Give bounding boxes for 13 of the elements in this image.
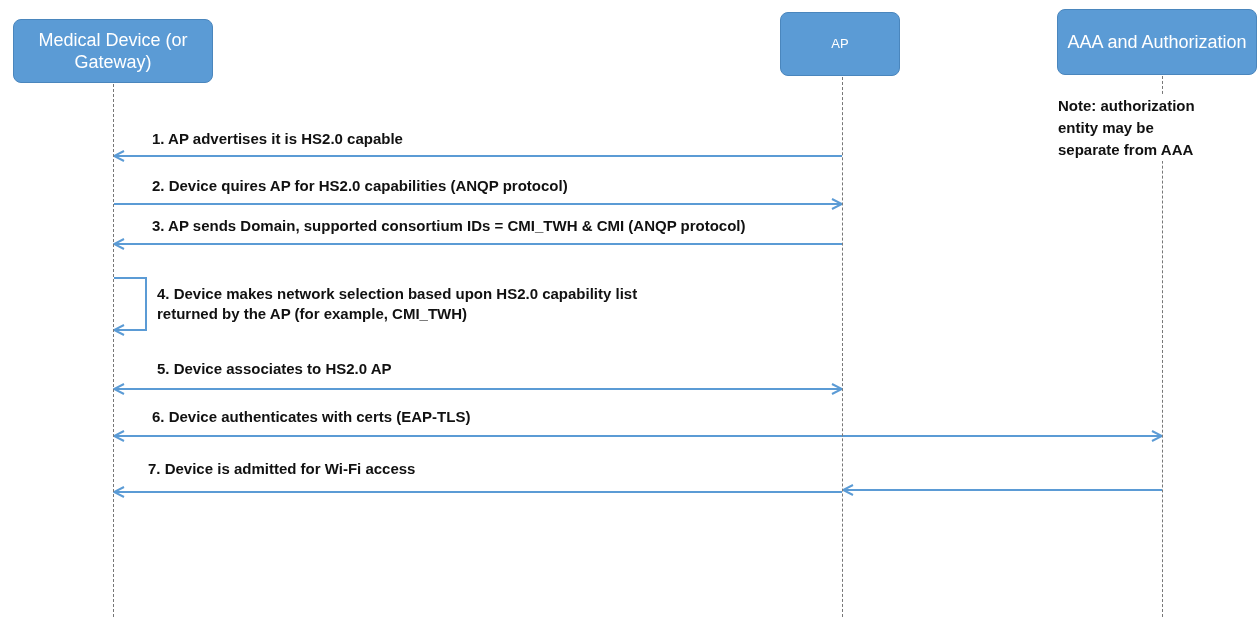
participant-box: Medical Device (or Gateway) [13, 19, 213, 83]
message-arrow [842, 484, 1163, 496]
lifeline [842, 77, 843, 617]
message-arrow [113, 430, 1163, 442]
lifeline [113, 84, 114, 617]
message-arrow [113, 150, 843, 162]
message-arrow [113, 238, 843, 250]
participant-box: AP [780, 12, 900, 76]
message-arrow [113, 383, 843, 395]
participant-box: AAA and Authorization [1057, 9, 1257, 75]
message-arrow [113, 486, 843, 498]
message-arrow [113, 277, 147, 336]
message-arrow [113, 198, 843, 210]
